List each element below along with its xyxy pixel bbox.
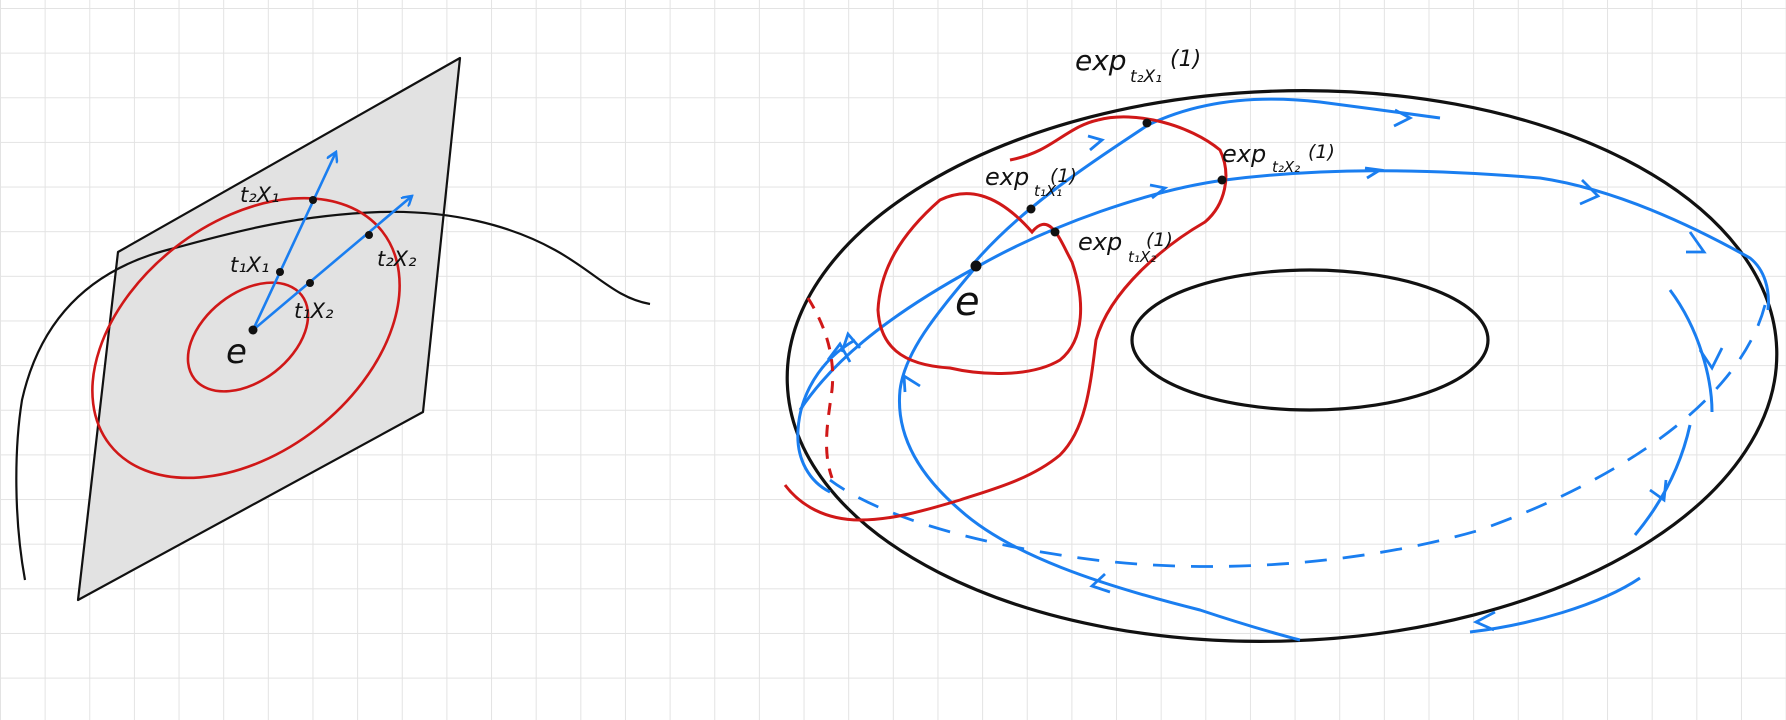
point-t2x1 — [309, 196, 317, 204]
torus-outer-outline — [785, 89, 1779, 643]
geodesic-loop-front — [897, 267, 1301, 642]
point-exp-t1x2 — [1050, 227, 1060, 237]
manifold-curve — [15, 210, 651, 581]
svg-text:t₁X₁: t₁X₁ — [1034, 182, 1062, 200]
tangent-plane — [76, 56, 462, 602]
left-panel: e t₂X₁ t₁X₁ t₁X₂ t₂X₂ — [15, 56, 651, 602]
point-t2x2 — [365, 231, 373, 239]
geodesic-arrows — [826, 108, 1724, 632]
inner-red-circle — [186, 281, 310, 393]
label-exp-t1x2: exp t₁X₂ (1) — [1078, 228, 1173, 266]
point-exp-t2x2 — [1217, 175, 1227, 185]
vector-x2 — [252, 196, 412, 331]
label-exp-t2x2: exp t₂X₂ (1) — [1222, 140, 1335, 176]
label-t1x2: t₁X₂ — [294, 299, 334, 323]
label-t2x2: t₂X₂ — [377, 247, 417, 271]
identity-point-left — [248, 325, 258, 335]
svg-text:exp: exp — [1075, 44, 1127, 77]
label-exp-t2x1: exp t₂X₁ (1) — [1075, 44, 1201, 87]
red-curve-hidden-dashed — [806, 297, 835, 479]
svg-text:(1): (1) — [1146, 229, 1173, 251]
geodesic-main — [798, 169, 1770, 411]
vector-x1 — [251, 152, 336, 331]
right-panel: e exp t₂X₁ (1) exp t₁X₁ (1) exp t₂X₂ (1)… — [783, 44, 1779, 643]
red-curve-large-visible — [783, 115, 1228, 522]
label-t2x1: t₂X₁ — [240, 183, 279, 207]
svg-text:exp: exp — [1078, 228, 1122, 256]
svg-text:(1): (1) — [1170, 47, 1201, 72]
point-t1x2 — [306, 279, 314, 287]
identity-label-right: e — [955, 279, 980, 325]
svg-text:t₂X₁: t₂X₁ — [1130, 67, 1162, 87]
identity-label-left: e — [226, 332, 247, 372]
geodesic-top — [973, 97, 1441, 263]
point-t1x1 — [276, 268, 284, 276]
label-t1x1: t₁X₁ — [230, 253, 269, 277]
point-exp-t1x1 — [1026, 204, 1036, 214]
svg-text:exp: exp — [1222, 140, 1266, 168]
point-exp-t2x1 — [1142, 118, 1152, 128]
torus-hole-outline — [1130, 268, 1490, 412]
geodesic-right-down — [1469, 576, 1641, 634]
svg-text:t₁X₂: t₁X₂ — [1128, 248, 1156, 266]
svg-text:(1): (1) — [1050, 165, 1077, 187]
geodesic-right-vertical — [1668, 289, 1714, 413]
svg-text:(1): (1) — [1308, 141, 1335, 163]
svg-text:exp: exp — [985, 163, 1029, 191]
svg-text:t₂X₂: t₂X₂ — [1272, 158, 1300, 176]
red-curve-small — [876, 192, 1083, 375]
hidden-geodesic-dashed — [829, 304, 1767, 568]
geodesic-left-edge — [796, 338, 856, 494]
outer-red-circle — [91, 196, 401, 480]
identity-point-right — [970, 260, 982, 272]
geodesic-right-arc — [1633, 424, 1692, 536]
label-exp-t1x1: exp t₁X₁ (1) — [985, 163, 1077, 200]
